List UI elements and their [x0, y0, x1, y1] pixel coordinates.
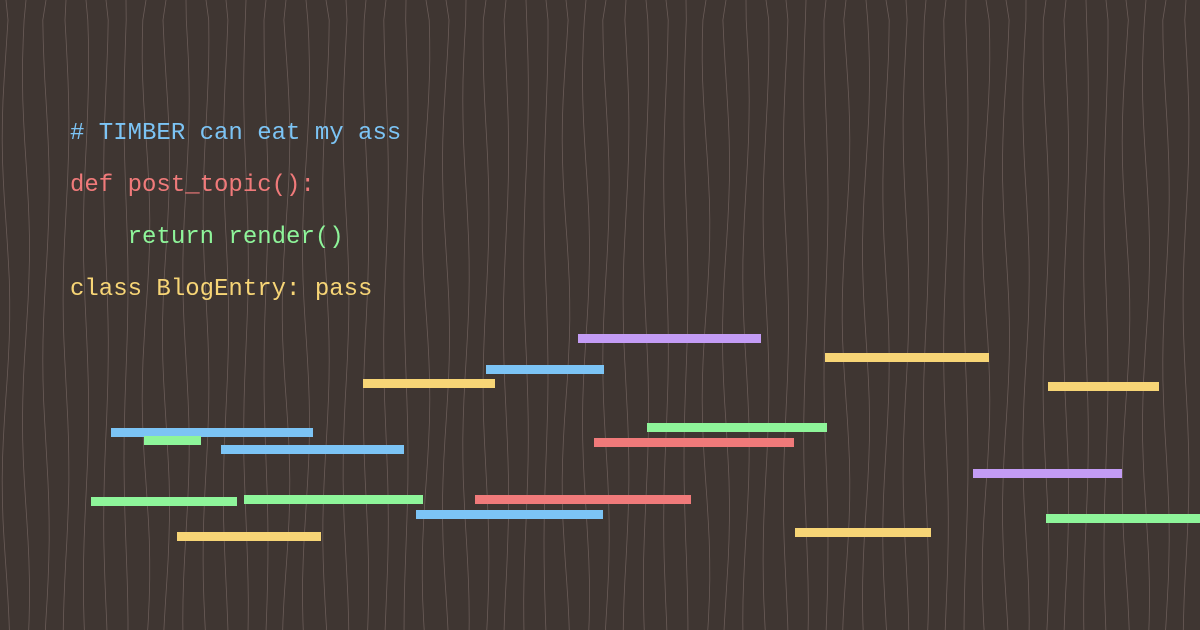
grain-line: [1, 0, 11, 630]
grain-line: [322, 0, 330, 630]
grain-line: [502, 0, 510, 630]
decorative-bar-red: [475, 495, 691, 504]
code-class-line: class BlogEntry: pass: [70, 276, 373, 303]
grain-line: [82, 0, 90, 630]
grain-line: [482, 0, 490, 630]
decorative-bar-green: [647, 423, 827, 432]
decorative-bar-purple: [578, 334, 761, 343]
grain-line: [1022, 0, 1030, 630]
code-comment-line: # TIMBER can eat my ass: [70, 120, 402, 147]
decorative-bar-yellow: [795, 528, 931, 537]
grain-line: [602, 0, 610, 630]
grain-line: [762, 0, 770, 630]
grain-line: [622, 0, 630, 630]
grain-line: [462, 0, 470, 630]
code-def-line: def post_topic():: [70, 172, 315, 199]
grain-line: [421, 0, 431, 630]
decorative-bar-green: [244, 495, 423, 504]
grain-line: [1062, 0, 1070, 630]
grain-line: [722, 0, 730, 630]
grain-line: [523, 0, 529, 630]
grain-line: [1083, 0, 1089, 630]
grain-line: [663, 0, 669, 630]
decorative-bar-red: [594, 438, 794, 447]
decorative-bar-yellow: [1048, 382, 1159, 391]
grain-line: [582, 0, 590, 630]
grain-line: [342, 0, 350, 630]
grain-line: [943, 0, 949, 630]
grain-line: [42, 0, 50, 630]
grain-line: [103, 0, 109, 630]
grain-line: [543, 0, 549, 630]
grain-line: [742, 0, 750, 630]
grain-line: [1162, 0, 1170, 630]
grain-line: [123, 0, 129, 630]
decorative-bar-blue: [111, 428, 313, 437]
grain-line: [701, 0, 711, 630]
decorative-bar-blue: [416, 510, 603, 519]
grain-line: [383, 0, 389, 630]
grain-line: [22, 0, 30, 630]
decorative-bar-green: [144, 436, 201, 445]
decorative-bar-green: [91, 497, 237, 506]
grain-line: [162, 0, 170, 630]
grain-line: [62, 0, 70, 630]
grain-line: [1121, 0, 1131, 630]
grain-line: [362, 0, 370, 630]
grain-line: [1103, 0, 1109, 630]
grain-line: [963, 0, 969, 630]
decorative-bar-blue: [221, 445, 404, 454]
grain-line: [981, 0, 991, 630]
grain-line: [782, 0, 790, 630]
grain-line: [442, 0, 450, 630]
decorative-bar-yellow: [177, 532, 321, 541]
grain-line: [561, 0, 571, 630]
decorative-bar-green: [1046, 514, 1200, 523]
grain-line: [141, 0, 151, 630]
decorative-bar-purple: [973, 469, 1122, 478]
decorative-bar-yellow: [825, 353, 989, 362]
grain-line: [683, 0, 689, 630]
grain-line: [1142, 0, 1150, 630]
code-return-line: return render(): [70, 224, 344, 251]
decorative-bar-blue: [486, 365, 604, 374]
grain-line: [403, 0, 409, 630]
grain-line: [1002, 0, 1010, 630]
decorative-bar-yellow: [363, 379, 495, 388]
grain-line: [1182, 0, 1190, 630]
grain-line: [1042, 0, 1050, 630]
grain-line: [642, 0, 650, 630]
